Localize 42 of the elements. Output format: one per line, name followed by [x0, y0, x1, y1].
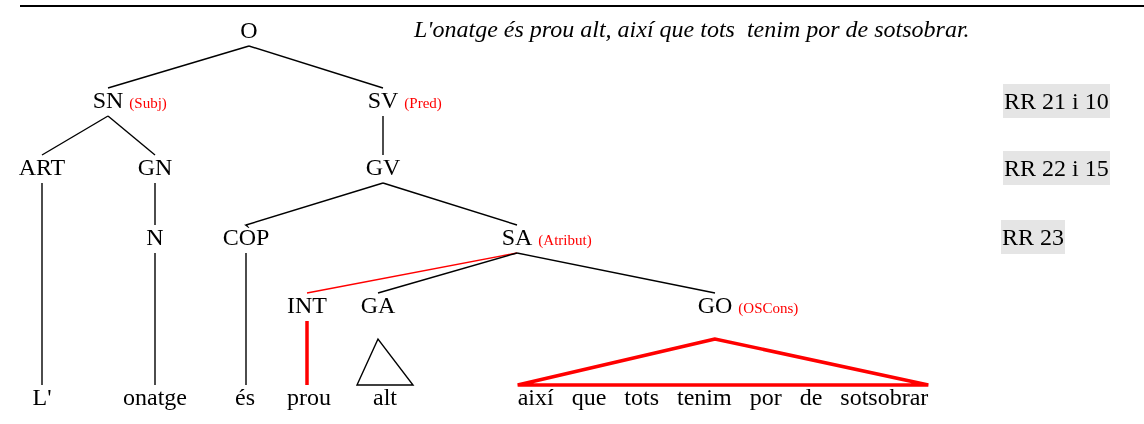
category-label: GV [365, 153, 401, 181]
rule-reference: RR 22 i 15 [1003, 151, 1110, 185]
category-label: O [240, 16, 258, 44]
category-label: SA [501, 223, 533, 251]
triangle-branch [355, 337, 415, 386]
tree-branch [248, 45, 384, 89]
word-text: és [235, 383, 255, 411]
tree-branch [154, 182, 156, 226]
tree-branch [107, 45, 250, 89]
tree-branch [154, 252, 156, 386]
tree-branch [245, 182, 384, 226]
tree-branch [107, 115, 156, 156]
category-label: GO [697, 291, 733, 319]
category-label: INT [287, 291, 327, 319]
tree-branch [305, 321, 309, 385]
category-label: GN [137, 153, 173, 181]
tree-branch [245, 252, 247, 386]
category-label: GA [360, 291, 396, 319]
tree-branch [41, 115, 109, 156]
category-label: SV [367, 86, 399, 114]
function-label: (Atribut) [538, 231, 592, 249]
tree-branch [516, 252, 716, 294]
triangle-branch [515, 337, 931, 387]
word-text: així que tots tenim por de sotsobrar [517, 383, 929, 411]
tree-branch [382, 182, 518, 226]
tree-branch [382, 115, 384, 156]
word-text: alt [373, 383, 397, 411]
rule-reference: RR 21 i 10 [1003, 84, 1110, 118]
function-label: (Subj) [129, 94, 167, 112]
function-label: (Pred) [404, 94, 442, 112]
rule-reference: RR 23 [1001, 220, 1065, 254]
word-text: L' [32, 383, 52, 411]
word-text: prou [287, 383, 331, 411]
category-label: CÒP [222, 223, 270, 251]
category-label: SN [92, 86, 124, 114]
category-label: ART [18, 153, 66, 181]
sentence-text: L'onatge és prou alt, així que tots tenim por de sotsobrar. [414, 15, 970, 44]
tree-branch [377, 252, 518, 294]
word-text: onatge [123, 383, 187, 411]
tree-branch [41, 182, 43, 386]
function-label: (OSCons) [738, 299, 799, 317]
category-label: N [146, 223, 164, 251]
